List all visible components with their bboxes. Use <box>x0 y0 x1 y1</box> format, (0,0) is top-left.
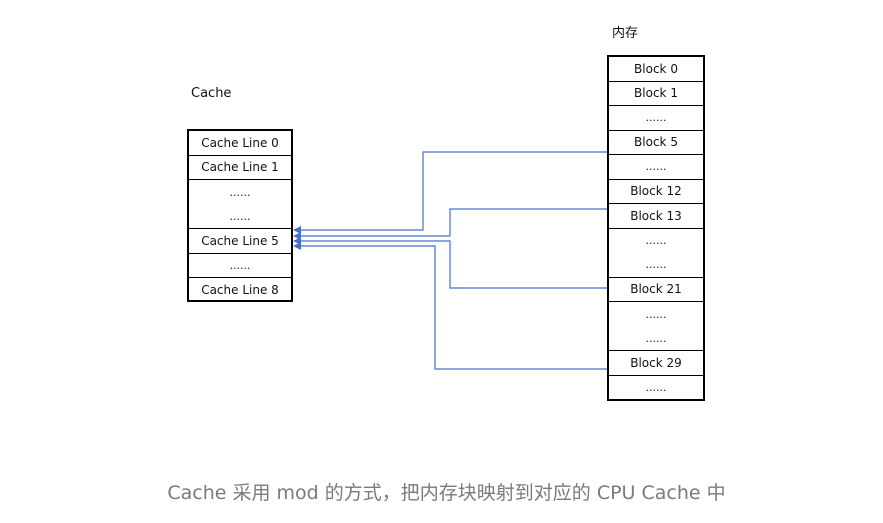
memory-block-5: Block 5 <box>609 131 703 155</box>
cache-line-ellipsis-1: ...... <box>229 185 251 199</box>
cache-line-ellipsis-3: ...... <box>189 254 291 278</box>
cache-line-5: Cache Line 5 <box>189 229 291 254</box>
memory-block-1: Block 1 <box>609 82 703 106</box>
memory-block-ellipsis-6: ...... <box>609 327 703 351</box>
memory-block-29: Block 29 <box>609 351 703 376</box>
arrow-block-29 <box>293 242 607 370</box>
memory-block-ellipsis-5: ...... <box>645 307 667 321</box>
memory-block-ellipsis-2: ...... <box>609 155 703 180</box>
memory-stack: Block 0 Block 1 ...... Block 5 ...... Bl… <box>607 55 705 401</box>
memory-block-0: Block 0 <box>609 57 703 82</box>
memory-block-12: Block 12 <box>609 180 703 204</box>
memory-title: 内存 <box>612 26 639 41</box>
figure-caption: Cache 采用 mod 的方式，把内存块映射到对应的 CPU Cache 中 <box>167 482 726 504</box>
arrow-block-13 <box>293 208 607 240</box>
arrow-block-21 <box>293 237 607 289</box>
cache-title: Cache <box>191 86 232 101</box>
cache-stack: Cache Line 0 Cache Line 1 ...... ...... … <box>187 129 293 302</box>
memory-block-ellipsis-7: ...... <box>645 381 667 394</box>
cache-line-ellipsis-2: ...... <box>189 205 291 229</box>
cache-line-8: Cache Line 8 <box>201 283 279 297</box>
arrow-block-5 <box>293 151 607 234</box>
memory-block-ellipsis-4: ...... <box>609 253 703 278</box>
cache-line-1: Cache Line 1 <box>189 156 291 180</box>
memory-block-ellipsis-1: ...... <box>609 106 703 131</box>
cache-line-0: Cache Line 0 <box>189 131 291 156</box>
memory-block-ellipsis-3: ...... <box>645 234 667 248</box>
memory-block-21: Block 21 <box>609 278 703 302</box>
memory-block-13: Block 13 <box>609 204 703 229</box>
